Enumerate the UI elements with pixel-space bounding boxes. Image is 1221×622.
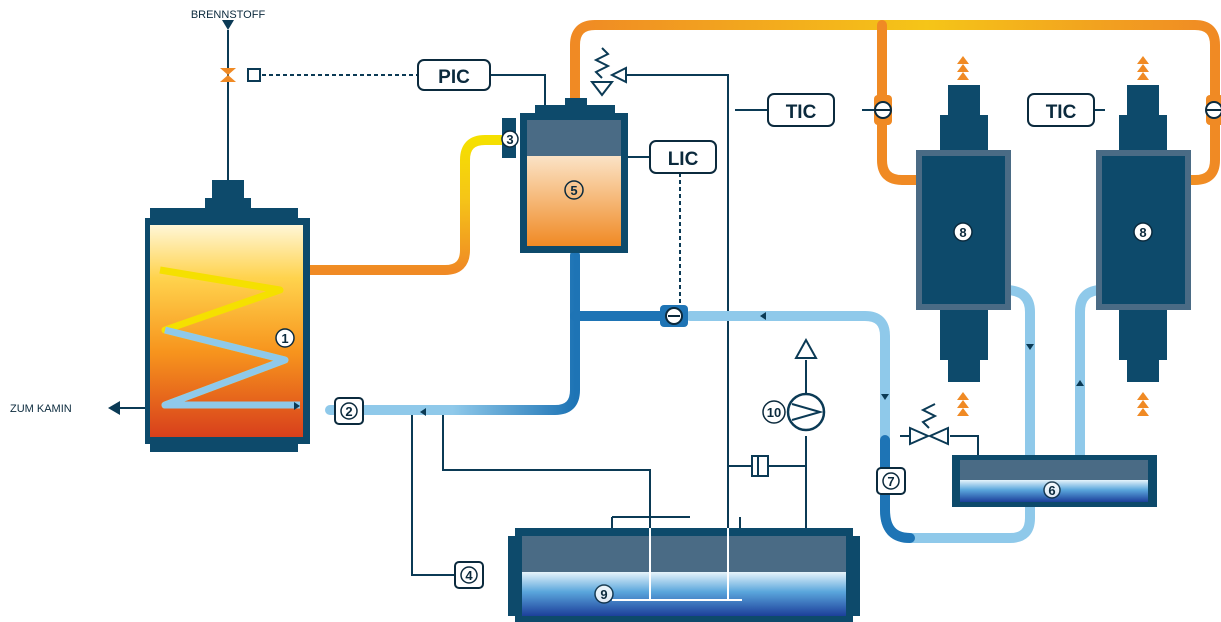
heat-consumer-right: 8 — [1096, 56, 1191, 416]
component-number-2: 2 — [345, 404, 352, 419]
temperature-valve-right — [1205, 95, 1221, 125]
lic-controller: LIC — [649, 140, 717, 174]
component-number-9: 9 — [600, 587, 607, 602]
fuel-label: BRENNSTOFF — [191, 9, 266, 21]
feed-water-tank: 9 — [508, 528, 860, 622]
chimney-outlet — [108, 401, 120, 415]
component-number-8a: 8 — [959, 225, 966, 240]
heat-exchanger-10: 10 — [762, 337, 826, 432]
tic-left-label: TIC — [786, 102, 817, 123]
component-number-10: 10 — [767, 405, 781, 420]
component-number-4: 4 — [465, 568, 473, 583]
hot-riser-pipe — [300, 135, 515, 275]
heat-consumer-left: 8 — [916, 56, 1011, 416]
flow-arrows — [294, 312, 1084, 416]
boiler: 1 — [145, 180, 310, 452]
tank-relief-valve — [909, 403, 949, 446]
drum-safety-valve — [589, 47, 627, 97]
component-number-1: 1 — [281, 331, 288, 346]
lic-label: LIC — [668, 149, 699, 170]
condensate-tank: 6 — [952, 455, 1157, 507]
pic-label: PIC — [438, 67, 470, 88]
tic-right-label: TIC — [1046, 102, 1077, 123]
component-number-8b: 8 — [1139, 225, 1146, 240]
chimney-label: ZUM KAMIN — [10, 403, 72, 415]
sight-glass-3: 3 — [501, 118, 519, 158]
component-number-6: 6 — [1048, 483, 1055, 498]
circulation-pump-7: 7 — [876, 467, 906, 495]
component-number-5: 5 — [570, 183, 577, 198]
tic-controller-right: TIC — [1027, 93, 1095, 127]
pic-controller: PIC — [417, 59, 491, 91]
steam-drum: 5 — [520, 98, 628, 253]
temperature-valve-left — [874, 95, 892, 125]
level-control-valve — [660, 305, 688, 327]
hot-header-pipe — [570, 20, 1220, 185]
tic-controller-left: TIC — [767, 93, 835, 127]
dosing-unit-4: 4 — [454, 561, 484, 589]
fuel-valve — [220, 20, 261, 82]
component-number-7: 7 — [887, 474, 894, 489]
circulation-pump-2: 2 — [334, 397, 364, 425]
flow-orifice — [751, 455, 769, 477]
component-number-3: 3 — [506, 132, 513, 147]
